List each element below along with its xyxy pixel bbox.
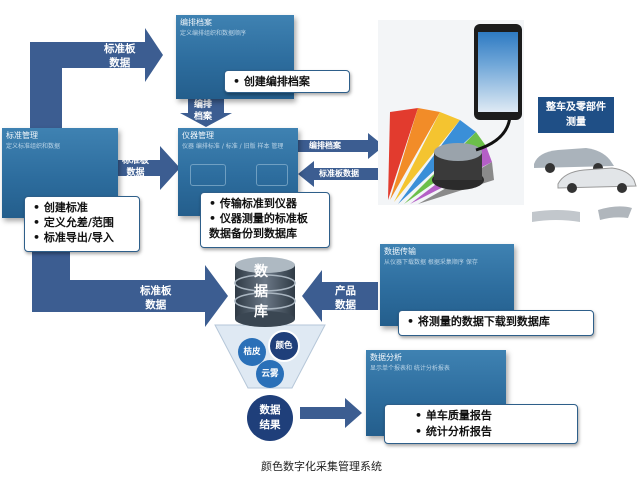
panel-title: 数据分析 [370,353,402,362]
arrow-transfer-to-database [302,270,378,322]
product-photo [378,20,524,205]
device-outline [256,164,288,186]
database-icon [234,257,296,327]
tag-vehicle-measure: 整车及零部件测量 [538,97,614,133]
tag-from-device: 标准板数据 [319,169,359,178]
panel-subtitle: 定义标准组织和数据 [6,143,61,150]
panel-title: 数据传输 [384,247,416,256]
phone-icon [474,24,522,120]
panel-subtitle: 仪器 编排标准 / 标准 / 旧版 样本 管理 [182,143,284,150]
arrow-label-bottom: 标准板数据 [140,285,172,311]
panel-title: 仪器管理 [182,131,214,140]
database-label: 数据库 [254,264,268,320]
vehicle-parts-icon [532,148,637,222]
bubble-haze: 云雾 [256,360,284,388]
data-result-circle: 数据结果 [247,395,293,441]
arrow-label-mid: 标准板数据 [122,156,150,178]
callout-standard: • 创建标准 • 定义允差/范围 • 标准导出/导入 [24,196,140,252]
arrow-standard-to-database [32,232,228,327]
panel-subtitle: 显示单个报表和 统计分析报表 [370,365,450,372]
arrow-standard-to-instrument [118,146,180,190]
panel-subtitle: 从仪器下载数据 根据采集顺序 保存 [384,259,478,266]
arrow-standard-to-archive [30,28,163,128]
bubble-color: 颜色 [268,330,300,362]
arrow-result-to-analysis [300,398,362,428]
arrow-from-device [298,161,384,187]
arrow-label-top: 标准板数据 [104,43,136,69]
callout-transfer: • 将测量的数据下载到数据库 [398,310,594,336]
arrow-label-down: 编排档案 [194,100,213,122]
arrow-label-product: 产品数据 [335,285,356,311]
callout-instrument: • 传输标准到仪器 • 仪器测量的标准板 数据备份到数据库 [200,192,330,248]
device-outline [190,164,226,186]
arrow-archive-to-instrument [180,98,232,127]
callout-archive: • 创建编排档案 [224,70,350,93]
color-swatch-fan-icon [388,108,512,204]
panel-subtitle: 定义编排组织和数据顺序 [180,30,247,37]
panel-title: 编排档案 [180,18,212,27]
arrow-to-device [298,133,384,159]
panel-title: 标准管理 [6,131,38,140]
tag-to-device: 编排档案 [309,141,341,150]
figure-caption: 颜色数字化采集管理系统 [261,460,382,473]
callout-analysis: • 单车质量报告 • 统计分析报告 [384,404,578,444]
